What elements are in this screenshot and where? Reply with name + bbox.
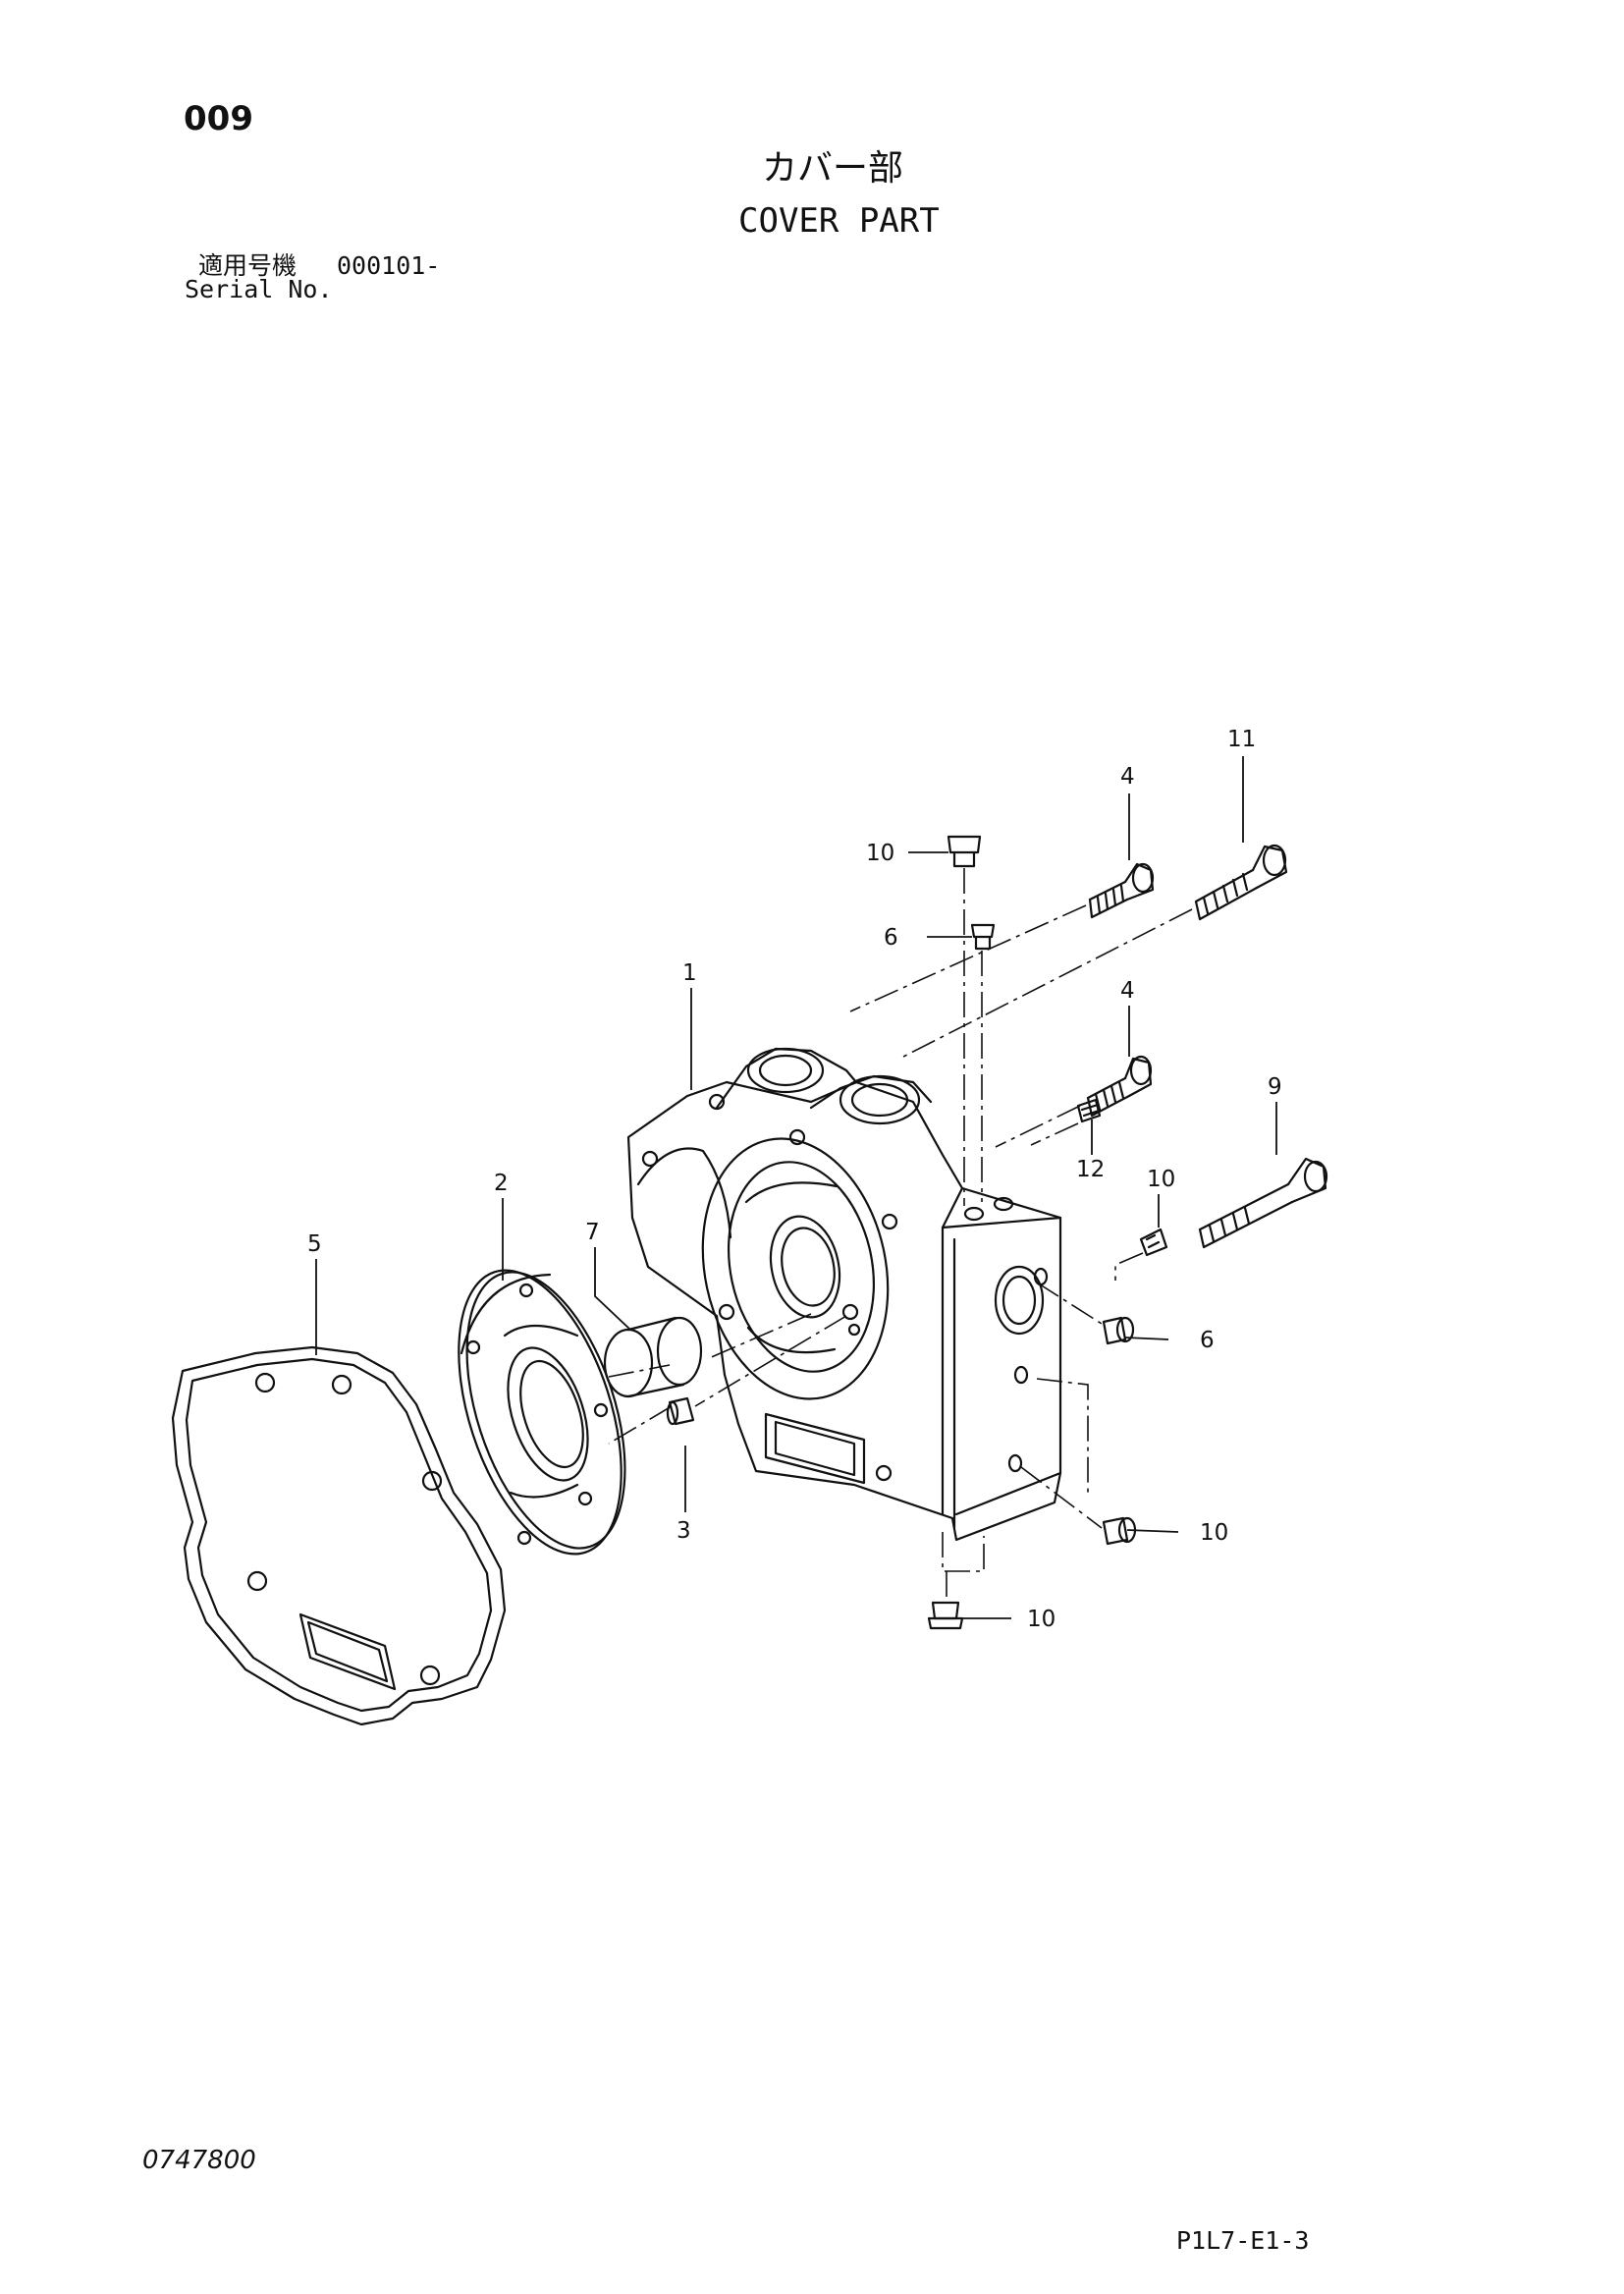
callout-2: 2 <box>494 1171 509 1196</box>
callout-7: 7 <box>585 1220 600 1245</box>
bolt-part <box>1194 844 1288 921</box>
page-code: P1L7-E1-3 <box>1176 2226 1310 2255</box>
cover-body-part <box>626 1047 1062 1542</box>
plug-part <box>927 1601 964 1630</box>
callout-9: 9 <box>1268 1074 1282 1100</box>
callout-1: 1 <box>682 960 697 986</box>
valve-plate-part <box>458 1269 626 1556</box>
callout-6: 6 <box>1200 1328 1215 1353</box>
callout-10: 10 <box>1147 1167 1175 1192</box>
callout-10: 10 <box>866 841 894 866</box>
callout-4: 4 <box>1120 978 1135 1004</box>
bushing-part <box>603 1316 703 1398</box>
drawing-number: 0747800 <box>142 2146 256 2175</box>
page-number: 009 <box>184 99 253 138</box>
plug-part <box>1102 1316 1135 1345</box>
serial-value: 000101- <box>337 251 441 280</box>
callout-3: 3 <box>677 1518 691 1544</box>
bolt-part <box>1086 1055 1153 1118</box>
page-title-en: COVER PART <box>738 201 940 241</box>
set-screw-part <box>1076 1098 1102 1123</box>
pin-part <box>666 1396 695 1426</box>
callout-6: 6 <box>884 925 898 951</box>
callout-10: 10 <box>1200 1520 1228 1546</box>
plug-part <box>947 835 982 868</box>
bolt-part <box>1198 1157 1328 1249</box>
callout-labels: 10 6 4 11 4 9 10 12 6 10 10 10 1 2 7 3 5 <box>307 727 1282 1632</box>
serial-label-en: Serial No. <box>185 275 333 303</box>
callout-10: 10 <box>1027 1607 1056 1632</box>
gasket-part <box>171 1345 507 1726</box>
plug-part <box>970 923 996 951</box>
callout-12: 12 <box>1076 1157 1105 1182</box>
page-title-jp: カバー部 <box>762 148 904 189</box>
plug-part <box>1139 1228 1168 1257</box>
callout-5: 5 <box>307 1231 322 1257</box>
callout-11: 11 <box>1227 727 1256 752</box>
serial-label-jp: 適用号機 <box>198 251 298 280</box>
bolt-part <box>1088 862 1155 919</box>
callout-4: 4 <box>1120 764 1135 790</box>
